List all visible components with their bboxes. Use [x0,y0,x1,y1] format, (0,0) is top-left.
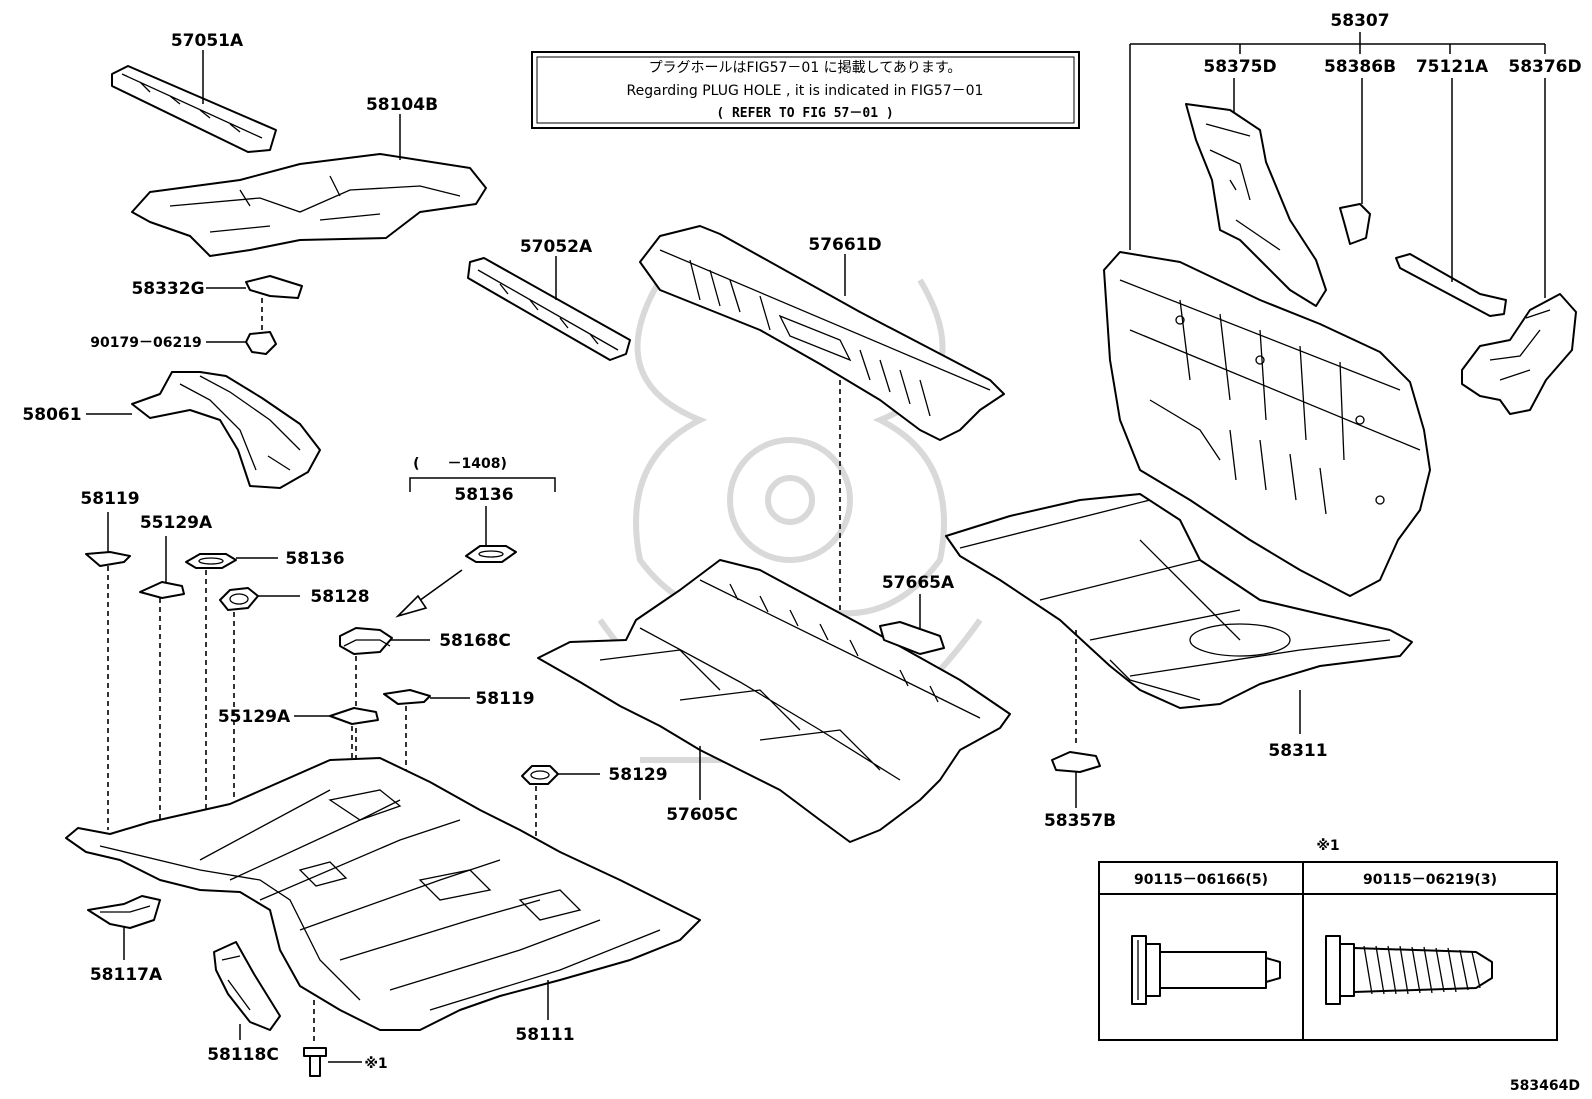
fastener-col-1: 90115－06166(5) [1134,872,1268,888]
note-line-japanese: プラグホールはFIG57－01 に掲載してあります。 [649,60,962,76]
label-57661D[interactable]: 57661D [808,235,881,255]
label-57052A[interactable]: 57052A [520,237,593,257]
part-57051A: 57051A [111,31,277,153]
label-58375D[interactable]: 58375D [1203,57,1276,77]
part-58111: 58111 [65,757,701,1045]
label-range: ( －1408) [413,456,507,472]
group-58307: 58307 58375D 58386B 75121A 58376D [1129,11,1582,250]
part-58307 [1103,251,1431,597]
part-55129A-top: 55129A [139,513,213,860]
label-55129A-mid[interactable]: 55129A [218,707,291,727]
label-57665A[interactable]: 57665A [882,573,955,593]
label-58111[interactable]: 58111 [515,1025,574,1045]
label-57605C[interactable]: 57605C [666,805,738,825]
label-58357B[interactable]: 58357B [1044,811,1116,831]
label-58136-left[interactable]: 58136 [285,549,344,569]
fastener-table-title: ※1 [1316,838,1339,854]
part-58386B [1339,78,1371,245]
part-58376D [1461,78,1577,415]
part-57665A: 57665A [879,573,955,655]
label-bolt-mark: ※1 [364,1056,387,1072]
label-58307[interactable]: 58307 [1330,11,1389,31]
label-75121A[interactable]: 75121A [1416,57,1489,77]
part-58375D [1185,78,1327,307]
part-58311: 58311 [945,493,1413,761]
label-58104B[interactable]: 58104B [366,95,438,115]
label-58136-right[interactable]: 58136 [454,485,513,505]
part-58128: 58128 [219,587,370,800]
bolt-90115-06166-icon [1131,935,1281,1005]
label-58129[interactable]: 58129 [608,765,667,785]
label-58311[interactable]: 58311 [1268,741,1327,761]
part-57605C: 57605C [537,559,1011,843]
label-58376D[interactable]: 58376D [1508,57,1581,77]
part-58118C: 58118C [207,941,281,1065]
part-57052A: 57052A [467,237,631,361]
fastener-table: ※1 90115－06166(5) 90115－06219(3) [1098,838,1558,1041]
label-58119-left[interactable]: 58119 [80,489,139,509]
label-90179-06219[interactable]: 90179－06219 [90,335,201,351]
part-58104B: 58104B [131,95,487,257]
part-58061: 58061 [22,371,321,489]
figure-code: 583464D [1510,1078,1580,1094]
part-58119-mid: 58119 [383,689,535,1000]
range-bracket: ( －1408) 58136 [409,456,556,563]
plug-hole-note: プラグホールはFIG57－01 に掲載してあります。 Regarding PLU… [531,51,1080,129]
note-line-reference: ( REFER TO FIG 57－01 ) [716,106,893,121]
label-58119-mid[interactable]: 58119 [475,689,534,709]
bolt-ref-1: ※1 [303,1000,388,1077]
arrow-icon [395,569,463,618]
part-58332G: 58332G [131,275,303,330]
label-58128[interactable]: 58128 [310,587,369,607]
label-55129A-top[interactable]: 55129A [140,513,213,533]
part-58357B: 58357B [1044,751,1116,831]
part-58119-left: 58119 [80,489,140,830]
label-58168C[interactable]: 58168C [439,631,511,651]
label-58117A[interactable]: 58117A [90,965,163,985]
fastener-col-2: 90115－06219(3) [1363,872,1497,888]
bolt-90115-06219-icon [1325,935,1493,1005]
part-57661D: 57661D [639,225,1005,620]
note-line-english: Regarding PLUG HOLE , it is indicated in… [627,83,984,99]
label-58061[interactable]: 58061 [22,405,81,425]
label-58332G[interactable]: 58332G [131,279,204,299]
part-75121A [1395,78,1507,317]
label-57051A[interactable]: 57051A [171,31,244,51]
label-58386B[interactable]: 58386B [1324,57,1396,77]
label-58118C[interactable]: 58118C [207,1045,279,1065]
part-90179-06219: 90179－06219 [90,331,277,355]
part-58117A: 58117A [87,895,163,985]
part-58136-left: 58136 [185,549,345,870]
